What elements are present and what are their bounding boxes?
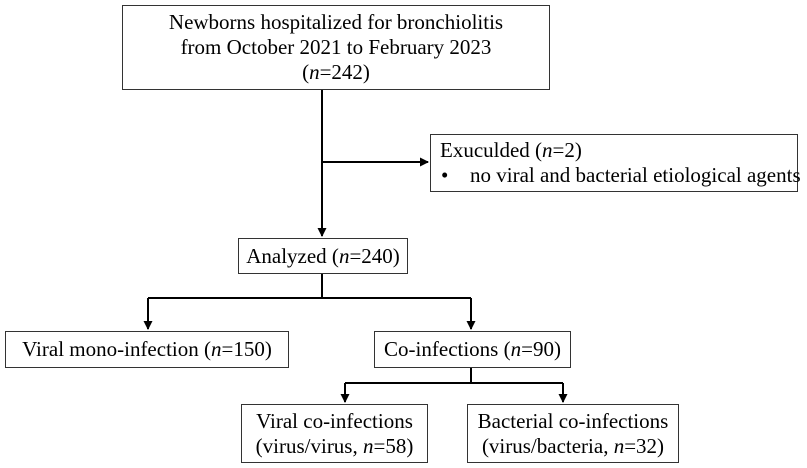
bacterial-co-infections-box: Bacterial co-infections (virus/bacteria,… [467, 404, 679, 463]
analyzed-label: Analyzed (n=240) [246, 243, 400, 268]
analyzed-box: Analyzed (n=240) [238, 238, 408, 274]
bacterial-co-count: (virus/bacteria, n=32) [481, 433, 665, 458]
excluded-box: Exuculded (n=2) • no viral and bacterial … [430, 134, 801, 192]
viral-mono-infection-box: Viral mono-infection (n=150) [5, 331, 289, 368]
source-line2: from October 2021 to February 2023 [180, 35, 492, 59]
bullet-icon: • [441, 163, 449, 187]
mono-infection-label: Viral mono-infection (n=150) [22, 337, 272, 361]
viral-co-title: Viral co-infections [256, 408, 413, 433]
co-infections-label: Co-infections (n=90) [384, 337, 561, 361]
source-count: (n=242) [302, 60, 370, 84]
bacterial-co-title: Bacterial co-infections [477, 408, 669, 433]
viral-co-infections-box: Viral co-infections (virus/virus, n=58) [241, 404, 428, 463]
excluded-title: Exuculded (n=2) [440, 138, 582, 162]
co-infections-box: Co-infections (n=90) [374, 331, 571, 368]
source-population-box: Newborns hospitalized for bronchiolitis … [122, 5, 550, 90]
source-line1: Newborns hospitalized for bronchiolitis [168, 10, 504, 34]
excluded-reason-item: • no viral and bacterial etiological agen… [440, 163, 801, 188]
viral-co-count: (virus/virus, n=58) [255, 433, 414, 458]
excluded-reason: no viral and bacterial etiological agent… [470, 163, 801, 187]
